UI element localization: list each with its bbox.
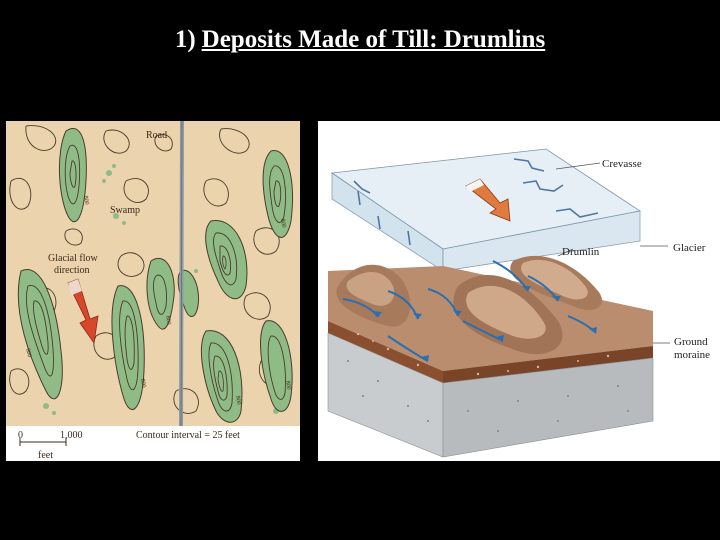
glacier-ice-side xyxy=(442,210,641,272)
slide-number: 1) xyxy=(174,26,196,53)
drumlin xyxy=(200,330,243,423)
contour-label: 800 xyxy=(24,348,32,358)
drumlins xyxy=(17,128,293,423)
slide-title: 1)Deposits Made of Till: Drumlins xyxy=(0,26,720,54)
contour-label: 800 xyxy=(164,315,171,325)
block-diagram-drawing: Crevasse Drumlin Glacier Ground moraine xyxy=(327,148,710,458)
glacial-flow-arrow xyxy=(67,278,99,345)
slide-heading: Deposits Made of Till: Drumlins xyxy=(201,26,546,53)
scale-area xyxy=(6,426,300,461)
road-centerline xyxy=(180,120,183,427)
contour-interval: Contour interval = 25 feet xyxy=(136,430,240,441)
flow-label-line1: Glacial flow xyxy=(48,253,98,264)
bedrock-side xyxy=(442,357,654,458)
ground-moraine-label-line1: Ground xyxy=(674,336,708,348)
till-layer-front xyxy=(328,321,443,383)
block-diagram: Crevasse Drumlin Glacier Ground moraine xyxy=(318,121,720,461)
flow-label-line2: direction xyxy=(54,265,90,276)
scale-max: 1,000 xyxy=(60,430,83,441)
crevasses xyxy=(353,158,599,246)
drumlin-label: Drumlin xyxy=(562,246,600,258)
till-pebbles xyxy=(356,332,610,376)
marsh-patches xyxy=(43,164,279,415)
flow-arrow-heads xyxy=(373,286,597,361)
contour-label: 800 xyxy=(234,395,241,405)
contour-label: 800 xyxy=(139,378,146,388)
bedrock-texture xyxy=(347,360,629,432)
contour-value-labels: 800 800 800 800 800 800 800 xyxy=(24,195,291,405)
topographic-map-drawing: Road Swamp Glacial flow direction 800 80… xyxy=(6,120,300,461)
glacier-label: Glacier xyxy=(673,242,706,254)
drumlin xyxy=(111,285,145,411)
swamp-label: Swamp xyxy=(110,205,140,216)
drumlin xyxy=(205,220,248,299)
topographic-map: Road Swamp Glacial flow direction 800 80… xyxy=(6,120,300,461)
ground-moraine-label-line2: moraine xyxy=(674,349,710,361)
ice-flow-arrow xyxy=(465,178,511,222)
drumlin xyxy=(260,320,293,412)
crevasse-label: Crevasse xyxy=(602,158,642,170)
contour-label: 800 xyxy=(82,195,89,205)
drumlin xyxy=(17,268,63,400)
contour-label: 800 xyxy=(284,380,291,390)
drumlin xyxy=(146,258,175,330)
drumlin xyxy=(262,150,293,238)
till-layer-side xyxy=(443,346,653,383)
drumlin-hills xyxy=(336,255,602,355)
drumlin xyxy=(59,128,87,223)
road-label: Road xyxy=(146,130,167,141)
scale-zero: 0 xyxy=(18,430,23,441)
leader-lines xyxy=(555,162,670,344)
scale-unit: feet xyxy=(38,450,53,461)
contour-label: 800 xyxy=(279,218,286,228)
